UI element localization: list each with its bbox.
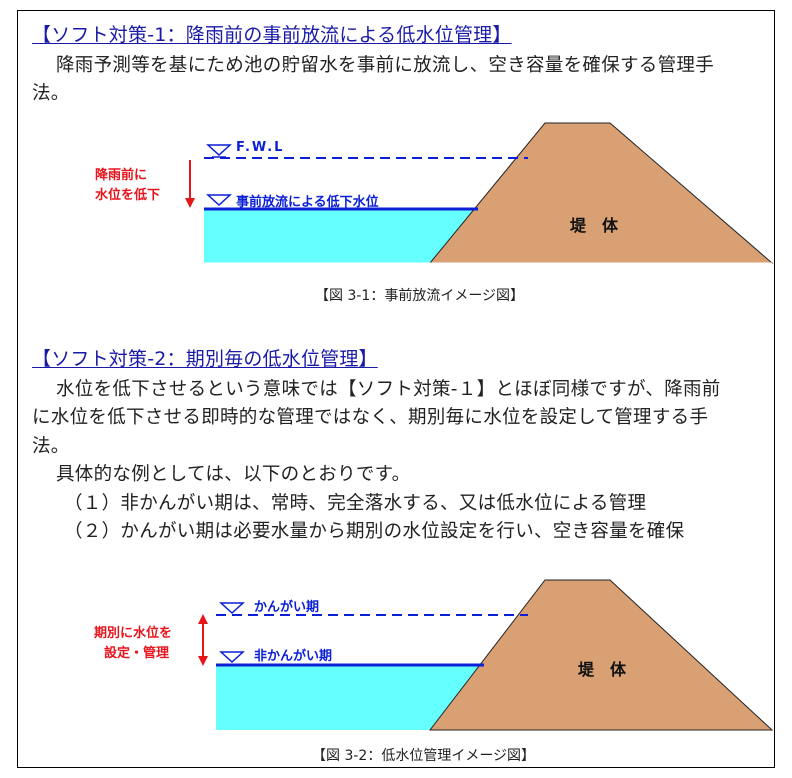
section1-body-line1: 降雨予測等を基にため池の貯留水を事前に放流し、空き容量を確保する管理手: [56, 55, 715, 76]
section1-body-line2: 法。: [32, 83, 70, 104]
figure2-dam: [428, 579, 774, 731]
section2-body-line2: に水位を低下させる即時的な管理ではなく、期別毎に水位を設定して管理する手: [32, 407, 709, 428]
figure1-fwl-triangle-icon: [206, 144, 232, 157]
section1-heading: 【ソフト対策-1：降雨前の事前放流による低水位管理】: [32, 24, 512, 46]
figure2-side-note-line1: 期別に水位を: [94, 626, 173, 641]
section2-example-intro: 具体的な例としては、以下のとおりです。: [56, 464, 411, 485]
figure2-lower-triangle-icon: [219, 651, 245, 664]
figure2-lower-label: 非かんがい期: [254, 649, 333, 664]
figure2-caption: 【図 3-2：低水位管理イメージ図】: [312, 748, 536, 764]
figure1-caption: 【図 3-1：事前放流イメージ図】: [315, 288, 525, 304]
figure2-upper-triangle-icon: [219, 602, 245, 615]
figure1-low-triangle-icon: [206, 194, 232, 207]
figure1-side-note-line2: 水位を低下: [95, 188, 161, 203]
section2-body-line1: 水位を低下させるという意味では【ソフト対策-１】とほぼ同様ですが、降雨前: [56, 379, 721, 400]
figure1-low-level-label: 事前放流による低下水位: [236, 195, 379, 210]
figure2-upper-label: かんがい期: [254, 600, 320, 615]
section2-item2: （２）かんがい期は必要水量から期別の水位設定を行い、空き容量を確保: [64, 521, 685, 542]
figure2-dam-label: 堤 体: [578, 660, 627, 679]
figure1-side-note-line1: 降雨前に: [95, 168, 148, 183]
section2-item1: （１）非かんがい期は、常時、完全落水する、又は低水位による管理: [64, 493, 647, 514]
figure2-side-note-line2: 設定・管理: [104, 646, 170, 661]
figure1-fwl-label: F.W.L: [236, 140, 285, 155]
figure1-dam-label: 堤 体: [570, 216, 619, 235]
section2-body-line3: 法。: [32, 436, 70, 457]
section2-heading: 【ソフト対策-2：期別毎の低水位管理】: [32, 348, 378, 370]
